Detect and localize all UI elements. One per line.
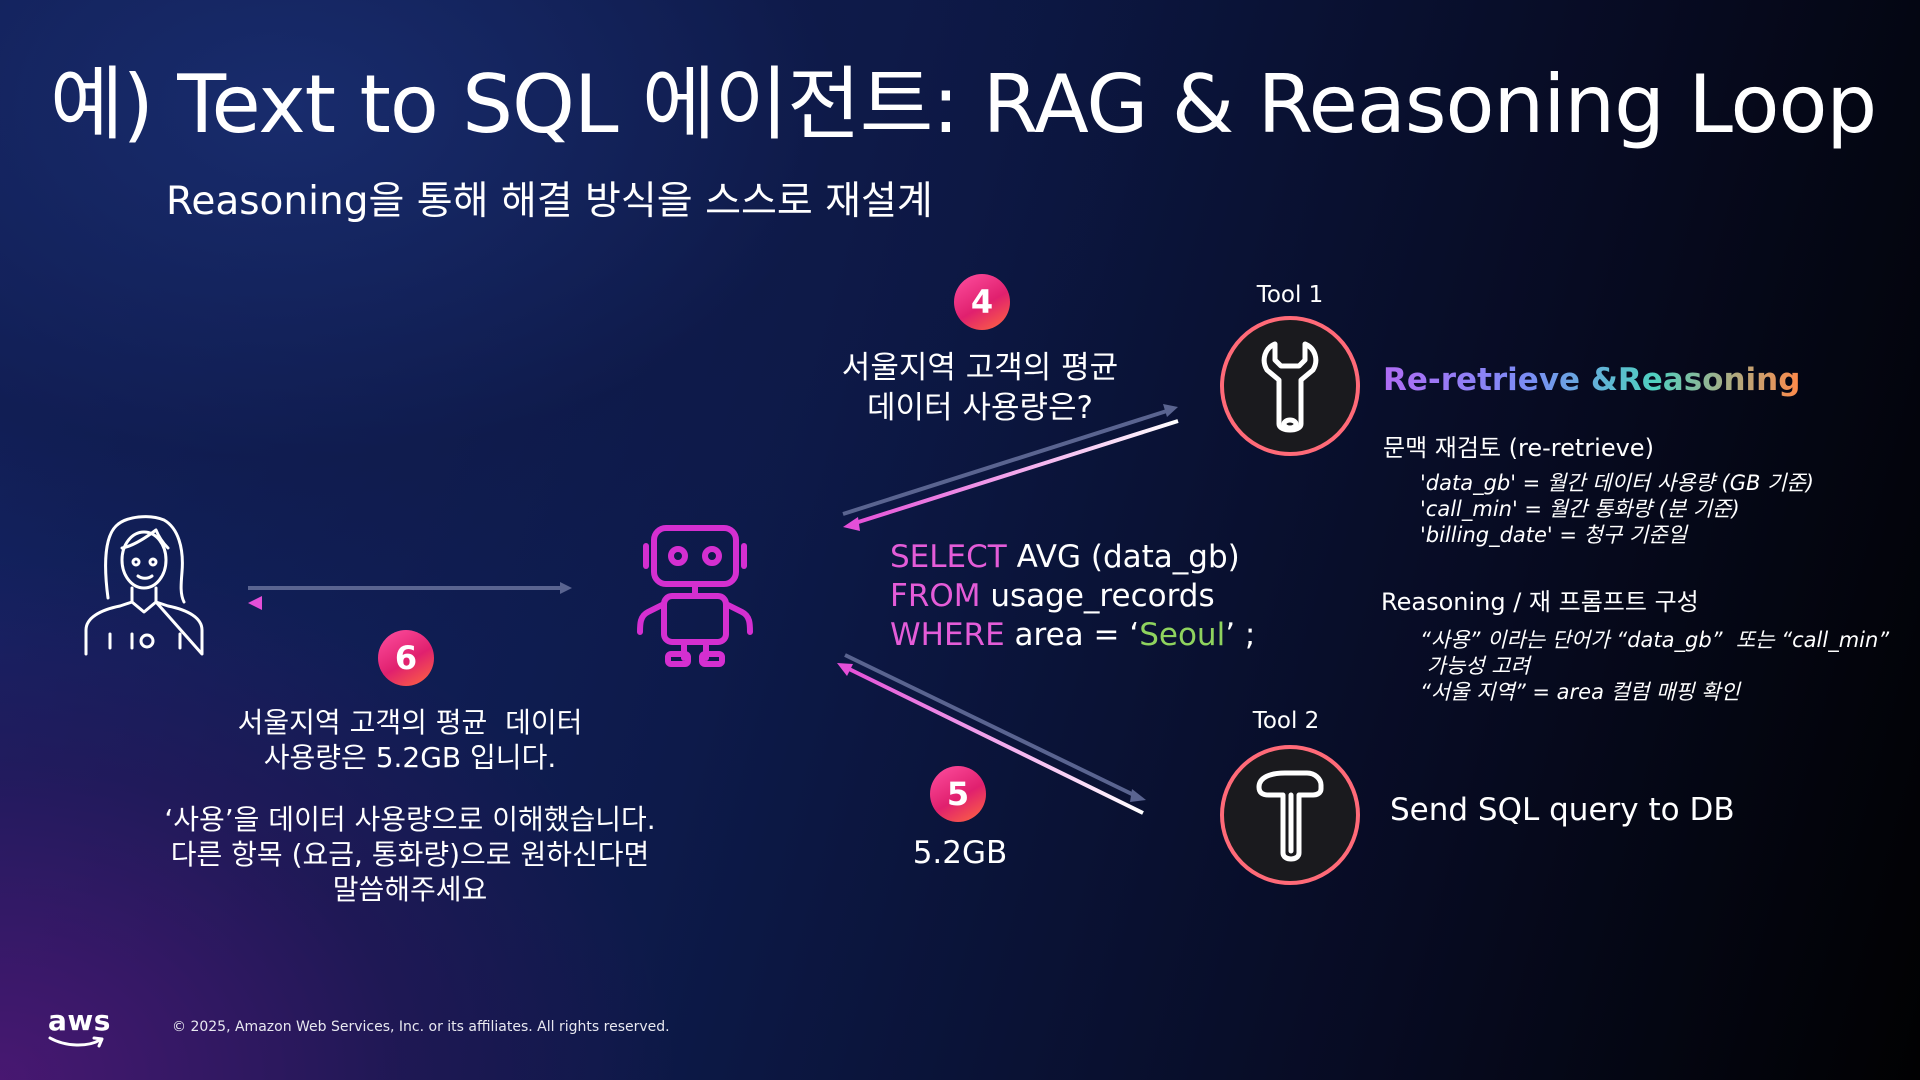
aws-logo: aws <box>48 1004 111 1053</box>
sql-where-end: ’ ; <box>1225 617 1256 653</box>
mapping-line-2: 'call_min' = 월간 통화량 (분 기준) <box>1420 497 1740 521</box>
step-6-badge: 6 <box>378 630 434 686</box>
tool-1-label: Tool 1 <box>1256 282 1324 308</box>
sql-keyword-where: WHERE <box>890 617 1005 653</box>
sql-query: SELECT AVG (data_gb) FROM usage_records … <box>890 538 1255 655</box>
reasoning-section-title: Reasoning / 재 프롬프트 구성 <box>1381 588 1699 616</box>
reasoning-line-3: “서울 지역” = area 컬럼 매핑 확인 <box>1420 680 1740 704</box>
reasoning-line-2: 가능성 고려 <box>1420 654 1530 678</box>
aws-logo-text: aws <box>48 1004 111 1037</box>
sql-select-clause: AVG (data_gb) <box>1006 539 1240 575</box>
reply-line-1: 서울지역 고객의 평균 데이터 <box>237 706 583 739</box>
mapping-line-3: 'billing_date' = 청구 기준일 <box>1420 523 1687 547</box>
step-5-badge: 5 <box>930 766 986 822</box>
reply-line-3: ‘사용’을 데이터 사용량으로 이해했습니다. <box>164 803 656 836</box>
reretrieve-mapping-list: 'data_gb' = 월간 데이터 사용량 (GB 기준) 'call_min… <box>1420 470 1814 548</box>
user-icon <box>84 515 204 656</box>
reply-line-2: 사용량은 5.2GB 입니다. <box>263 741 557 774</box>
step-4-badge: 4 <box>954 274 1010 330</box>
reply-line-4: 다른 항목 (요금, 통화량)으로 원하신다면 <box>170 838 650 871</box>
hammer-icon <box>1256 770 1324 862</box>
sql-keyword-from: FROM <box>890 578 981 614</box>
question-line-2: 데이터 사용량은? <box>867 390 1093 426</box>
reasoning-notes-list: “사용” 이라는 단어가 “data_gb” 또는 “call_min” 가능성… <box>1420 627 1889 705</box>
agent-tool2-arrows <box>837 653 1146 815</box>
reretrieve-section-title: 문맥 재검토 (re-retrieve) <box>1383 434 1654 462</box>
agent-reply: 서울지역 고객의 평균 데이터 사용량은 5.2GB 입니다. ‘사용’을 데이… <box>130 705 690 907</box>
slide-subtitle: Reasoning을 통해 해결 방식을 스스로 재설계 <box>166 179 933 224</box>
tool-2-circle <box>1220 745 1360 885</box>
tool-2-action: Send SQL query to DB <box>1390 792 1735 828</box>
copyright-text: © 2025, Amazon Web Services, Inc. or its… <box>172 1019 670 1035</box>
wrench-icon <box>1261 341 1319 433</box>
robot-agent-icon <box>637 525 753 667</box>
user-question: 서울지역 고객의 평균 데이터 사용량은? <box>810 348 1150 428</box>
question-line-1: 서울지역 고객의 평균 <box>841 350 1119 386</box>
tool-2-label: Tool 2 <box>1252 708 1320 734</box>
sql-string-literal: Seoul <box>1139 617 1226 653</box>
mapping-line-1: 'data_gb' = 월간 데이터 사용량 (GB 기준) <box>1420 471 1814 495</box>
sql-from-clause: usage_records <box>980 578 1215 614</box>
sql-keyword-select: SELECT <box>890 539 1007 575</box>
aws-smile-icon <box>48 1036 104 1048</box>
answer-value: 5.2GB <box>912 835 1008 871</box>
slide-title: 예) Text to SQL 에이전트: RAG & Reasoning Loo… <box>50 58 1877 151</box>
agent-tool1-arrows <box>842 404 1179 531</box>
reply-line-5: 말씀해주세요 <box>332 873 488 906</box>
tool-1-circle <box>1220 316 1360 456</box>
sql-where-clause: area = ‘ <box>1004 617 1140 653</box>
user-agent-arrows <box>248 582 572 610</box>
reasoning-line-1: “사용” 이라는 단어가 “data_gb” 또는 “call_min” <box>1420 628 1890 652</box>
reasoning-panel-title: Re-retrieve &Reasoning <box>1383 362 1801 398</box>
